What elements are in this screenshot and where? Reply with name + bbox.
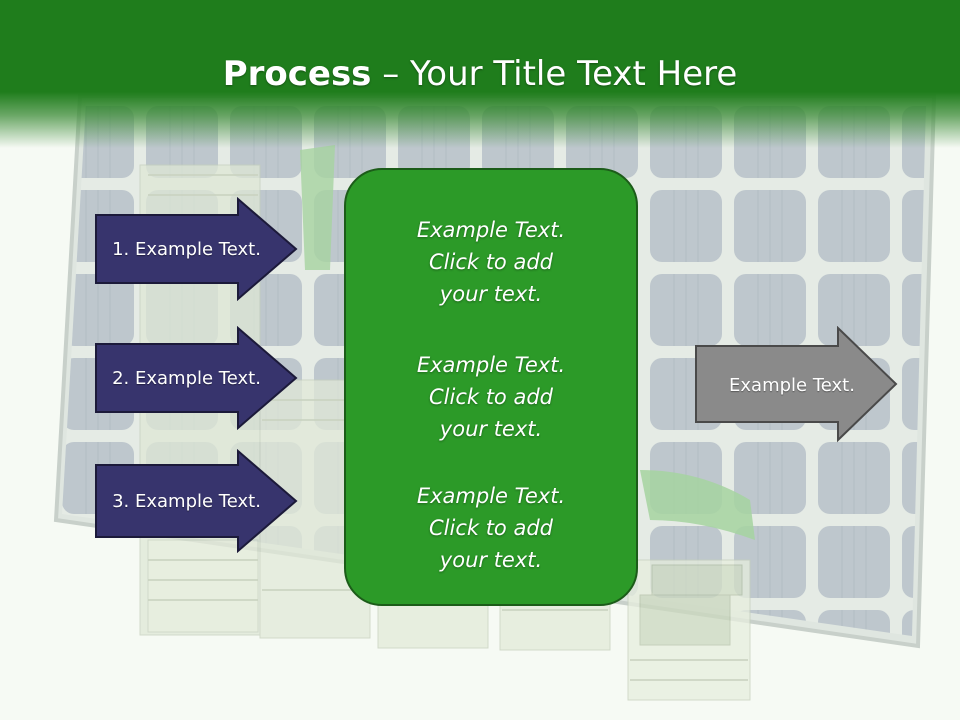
block-1-line-2: Click to add bbox=[428, 250, 553, 274]
header-band bbox=[0, 0, 960, 148]
title-rest: – Your Title Text Here bbox=[371, 54, 738, 94]
result-arrow-label: Example Text. bbox=[729, 374, 855, 396]
block-2-line-3: your text. bbox=[439, 417, 543, 441]
center-text-block-1: Example Text. Click to add your text. bbox=[346, 214, 636, 310]
title-bold: Process bbox=[222, 54, 372, 94]
block-2-line-2: Click to add bbox=[428, 385, 553, 409]
center-text-block-3: Example Text. Click to add your text. bbox=[346, 480, 636, 576]
process-arrow-2[interactable]: 2. Example Text. bbox=[94, 326, 300, 430]
process-arrow-1[interactable]: 1. Example Text. bbox=[94, 197, 300, 301]
process-arrow-3-label: 3. Example Text. bbox=[112, 490, 261, 512]
block-1-line-1: Example Text. bbox=[416, 218, 566, 242]
process-arrow-1-label: 1. Example Text. bbox=[112, 238, 261, 260]
arrow-shape-icon bbox=[95, 326, 298, 430]
arrow-shape-icon bbox=[95, 449, 298, 553]
center-text-block-2: Example Text. Click to add your text. bbox=[346, 349, 636, 445]
arrow-shape-icon bbox=[95, 197, 298, 301]
block-3-line-2: Click to add bbox=[428, 516, 553, 540]
result-arrow[interactable]: Example Text. bbox=[694, 326, 900, 444]
process-arrow-2-label: 2. Example Text. bbox=[112, 367, 261, 389]
process-arrow-3[interactable]: 3. Example Text. bbox=[94, 449, 300, 553]
block-2-line-1: Example Text. bbox=[416, 353, 566, 377]
slide-title: Process – Your Title Text Here bbox=[0, 52, 960, 96]
center-text-box[interactable]: Example Text. Click to add your text. Ex… bbox=[344, 168, 638, 606]
block-1-line-3: your text. bbox=[439, 282, 543, 306]
block-3-line-3: your text. bbox=[439, 548, 543, 572]
arrow-shape-icon bbox=[695, 326, 898, 443]
block-3-line-1: Example Text. bbox=[416, 484, 566, 508]
